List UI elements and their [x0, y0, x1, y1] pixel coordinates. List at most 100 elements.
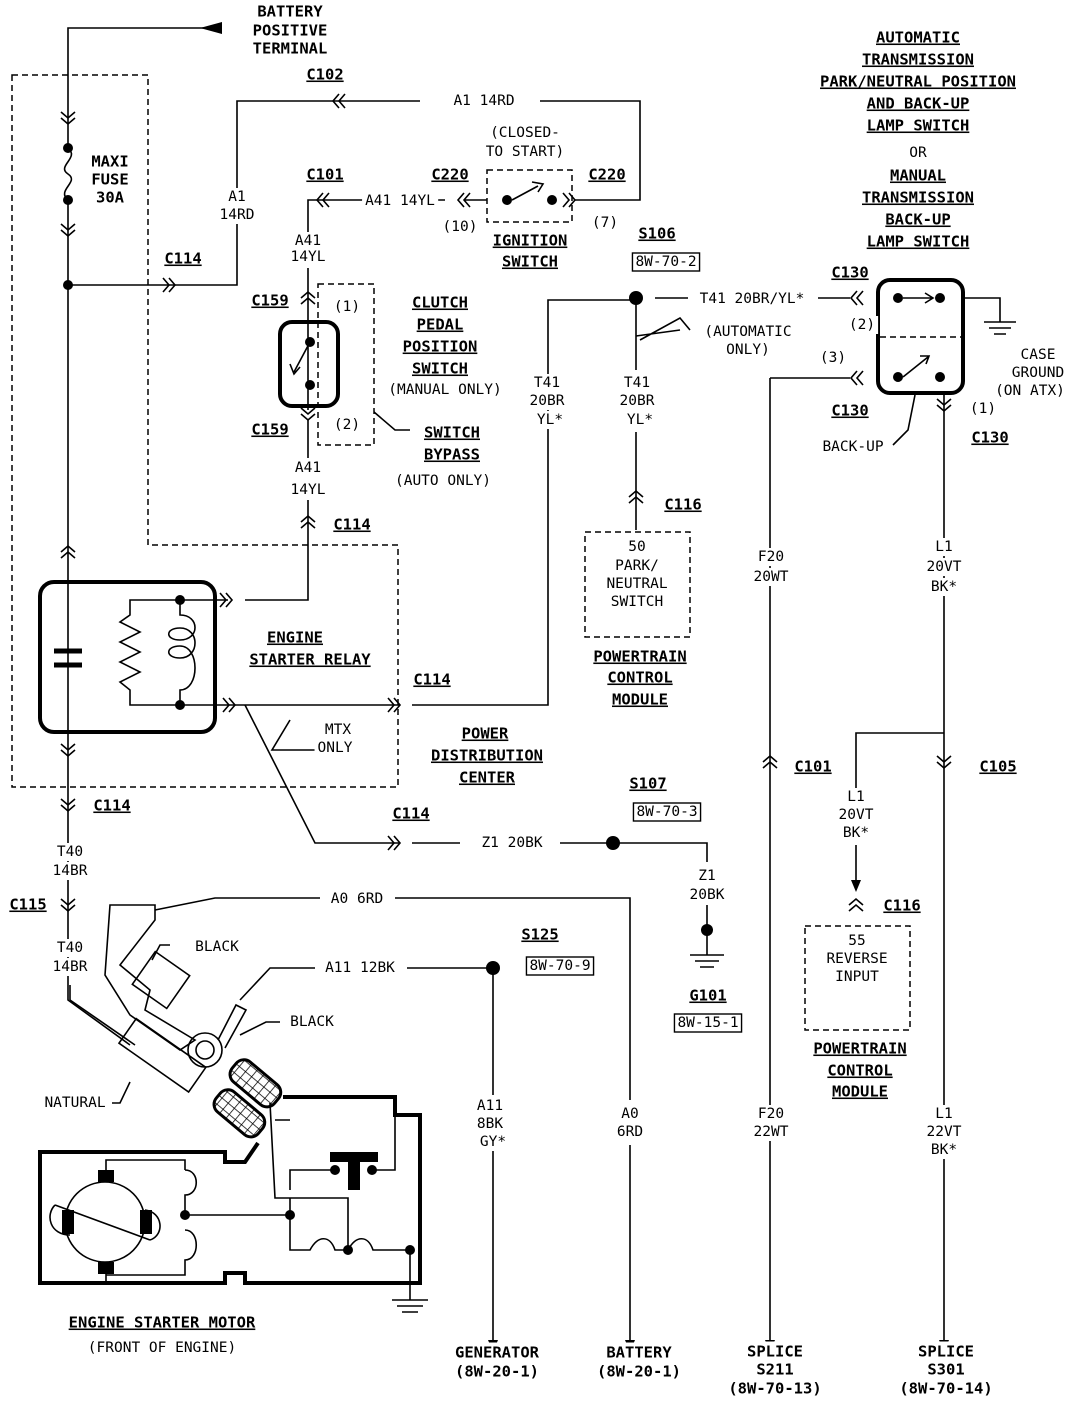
- case-ground-icon: [963, 297, 1016, 335]
- label-backing: [754, 1105, 788, 1123]
- label-trans-1: AUTOMATIC: [876, 29, 960, 47]
- label-trans-4: AND BACK-UP: [867, 95, 970, 113]
- label-c105: C105: [979, 758, 1016, 776]
- label-c116-rev: C116: [883, 897, 920, 915]
- field-coil-icon: [105, 1159, 198, 1283]
- label-l1b-2: 20VT: [839, 807, 874, 823]
- label-backing: [526, 392, 568, 410]
- connector-icon: [848, 897, 864, 912]
- label-backing: [254, 1, 327, 22]
- battery-arrow-icon: [200, 22, 222, 34]
- label-l1b-3: BK*: [843, 825, 869, 841]
- label-backing: [530, 374, 564, 392]
- label-backing: [88, 151, 132, 172]
- label-backing: [723, 341, 773, 359]
- label-a41b-2: 14YL: [291, 482, 326, 498]
- clutch-switch-body: [278, 320, 340, 408]
- label-pcm2-1: POWERTRAIN: [813, 1040, 906, 1058]
- switch-contact: [935, 372, 945, 382]
- label-a41-14yl-top: A41 14YL: [365, 193, 435, 209]
- label-backing: [618, 1105, 642, 1123]
- label-backing: [927, 1141, 961, 1159]
- label-battery-3: TERMINAL: [253, 40, 328, 58]
- leader-line: [373, 411, 410, 431]
- automatic-leader: [635, 316, 691, 341]
- label-backing: [303, 164, 347, 185]
- label-auto-2: ONLY): [726, 342, 770, 358]
- connector-icon: [162, 277, 177, 293]
- label-backing: [882, 209, 954, 230]
- label-l1a-3: BK*: [931, 579, 957, 595]
- switch-contact: [502, 195, 512, 205]
- label-backing: [585, 164, 629, 185]
- label-closed-1: (CLOSED-: [490, 125, 560, 141]
- label-rev-1: 55: [848, 933, 865, 949]
- label-backup: BACK-UP: [822, 439, 883, 455]
- label-backing: [518, 924, 562, 945]
- label-backing: [823, 950, 891, 968]
- connector-icon: [387, 697, 402, 713]
- connector-icon: [60, 544, 76, 559]
- t40-wire: [69, 985, 136, 1046]
- label-backing: [923, 1123, 965, 1141]
- label-backing: [489, 230, 571, 251]
- label-clutch-3: POSITION: [403, 338, 478, 356]
- pcm-box: [804, 925, 911, 1031]
- label-backing: [287, 481, 329, 499]
- label-backing: [53, 843, 87, 861]
- label-pdc-2: DISTRIBUTION: [431, 747, 543, 765]
- reference-box-s107-ref: 8W-70-3: [636, 804, 697, 820]
- connector-icon: [936, 398, 952, 413]
- label-backing: [817, 71, 1019, 92]
- label-pin-1-trans: (1): [970, 401, 996, 417]
- connector-icon: [219, 592, 234, 608]
- label-pcm2-2: CONTROL: [827, 1062, 892, 1080]
- label-pn-1: 50: [628, 539, 645, 555]
- reference-box-s106-ref: 8W-70-2: [635, 254, 696, 270]
- switch-bypass-box: [317, 283, 375, 446]
- label-backing: [927, 578, 961, 596]
- label-f20a-1: F20: [758, 549, 784, 565]
- label-black-2: BLACK: [290, 1014, 334, 1030]
- label-pn-2: PARK/: [615, 558, 659, 574]
- backup-leader: [892, 394, 916, 446]
- label-backing: [264, 627, 326, 648]
- label-fuse-1: MAXI: [91, 153, 128, 171]
- label-relay-2: STARTER RELAY: [249, 651, 371, 669]
- label-backing: [753, 1359, 797, 1380]
- connector-icon: [60, 898, 76, 913]
- label-bat-2: (8W-20-1): [597, 1363, 681, 1381]
- fuse-terminal: [63, 143, 73, 153]
- label-clutch-2: PEDAL: [417, 316, 464, 334]
- label-backing: [976, 756, 1020, 777]
- label-backing: [824, 1060, 896, 1081]
- label-backing: [291, 232, 325, 250]
- label-backing: [835, 806, 877, 824]
- starter-motor-body: [38, 1095, 422, 1285]
- label-f20b-2: 22WT: [754, 1124, 789, 1140]
- label-fuse-3: 30A: [96, 189, 125, 207]
- label-a0-6rd: A0 6RD: [331, 891, 383, 907]
- label-backing: [839, 824, 873, 842]
- solenoid-terminal: [285, 1210, 295, 1220]
- label-f20b-1: F20: [758, 1106, 784, 1122]
- t41-wire: [180, 299, 636, 706]
- label-mtx-2: ONLY: [318, 740, 353, 756]
- label-backing: [327, 890, 387, 908]
- armature-icon: [64, 1181, 146, 1263]
- label-backing: [966, 400, 1000, 418]
- label-bypass-1: SWITCH: [424, 424, 480, 442]
- label-c159-bottom: C159: [251, 421, 288, 439]
- solenoid-circuit: [185, 1102, 411, 1290]
- label-trans-7: TRANSMISSION: [862, 189, 974, 207]
- label-sp2-3: (8W-70-14): [899, 1380, 992, 1398]
- clamp-window: [131, 950, 191, 1010]
- label-backing: [192, 938, 243, 956]
- natural-terminal: [117, 1017, 207, 1094]
- brush-icon: [62, 1170, 152, 1274]
- label-fuse-2: FUSE: [91, 171, 128, 189]
- connector-icon: [60, 798, 76, 813]
- label-t41l-1: T41: [534, 375, 560, 391]
- label-c114-fuse: C114: [164, 250, 201, 268]
- label-backing: [915, 1341, 977, 1362]
